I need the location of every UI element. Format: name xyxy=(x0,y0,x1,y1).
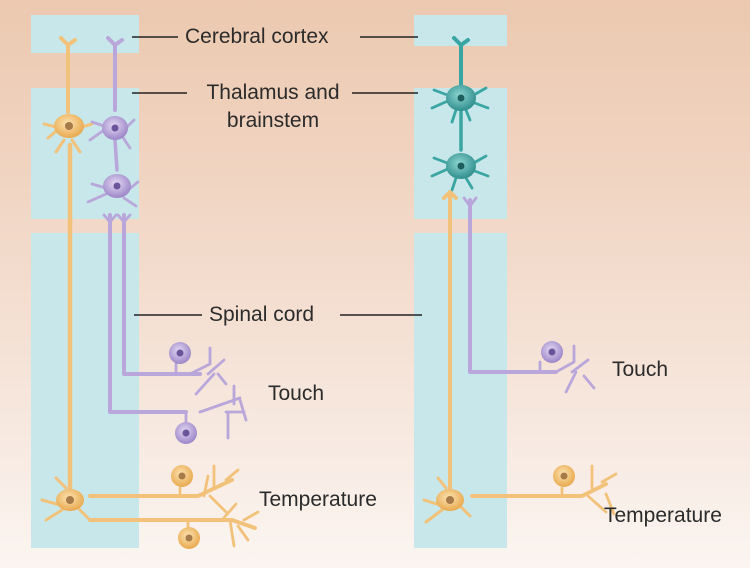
left-thalamus-band xyxy=(31,88,139,219)
touch-label-left: Touch xyxy=(268,382,325,405)
spinal-cord-label: Spinal cord xyxy=(209,303,315,326)
left-temperature-cells xyxy=(54,114,200,549)
thalamus-label-line-1: Thalamus and xyxy=(206,81,340,104)
temperature-label-right: Temperature xyxy=(604,504,722,527)
right-temperature-cells xyxy=(436,465,575,511)
leader-lines xyxy=(132,36,422,316)
temperature-label-left: Temperature xyxy=(259,488,377,511)
cerebral-cortex-label: Cerebral cortex xyxy=(185,25,329,48)
left-cortex-band xyxy=(31,15,139,53)
right-cortex-band xyxy=(414,15,507,46)
right-brain-cells xyxy=(446,85,476,179)
left-touch-cells xyxy=(102,116,197,444)
left-temperature-pathway xyxy=(40,36,260,548)
right-touch-cells xyxy=(541,341,563,363)
thalamus-label-line-2: brainstem xyxy=(226,109,320,132)
thalamus-brainstem-label: Thalamus and brainstem xyxy=(190,79,356,135)
touch-label-right: Touch xyxy=(612,358,669,381)
right-temperature-pathway xyxy=(422,190,618,524)
left-touch-pathway xyxy=(86,36,248,440)
right-touch-pathway xyxy=(462,196,596,394)
right-brain-pathway xyxy=(430,36,490,192)
